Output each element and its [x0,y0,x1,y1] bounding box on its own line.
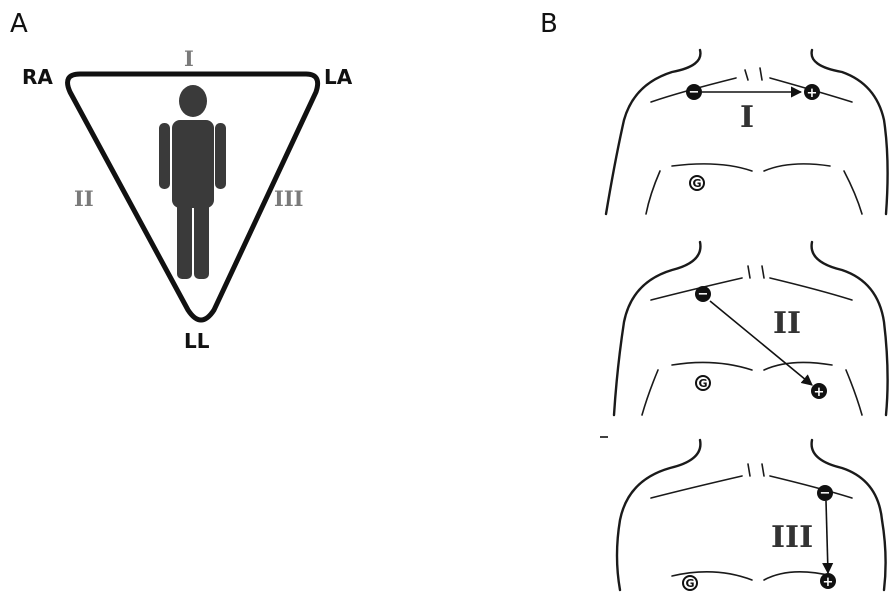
lead-label-ii: II [773,306,801,341]
torso-lead-i: − + G I [606,50,888,214]
lead-label-ii: II [74,186,94,211]
lead-label-iii: III [274,186,303,211]
torso-lead-iii: − + G III [600,437,886,590]
svg-text:+: + [823,575,834,590]
svg-text:−: − [698,287,709,302]
svg-text:+: + [814,385,825,400]
positive-electrode: + [811,383,827,400]
lead-iii-vector-arrow [826,501,828,573]
vertex-label-la: LA [324,65,353,89]
svg-text:−: − [820,486,831,501]
vertex-label-ra: RA [22,65,53,89]
ground-electrode: G [690,176,704,190]
ground-electrode: G [683,576,697,590]
svg-text:G: G [692,177,701,190]
svg-text:G: G [685,577,694,590]
torso-lead-ii: − + G II [614,242,888,415]
positive-electrode: + [804,84,820,101]
human-silhouette [159,85,226,279]
negative-electrode: − [686,84,702,100]
negative-electrode: − [817,485,833,501]
panel-a-letter: A [10,9,28,39]
ground-electrode: G [696,376,710,390]
panel-a: A RA LA LL I II III [10,9,353,353]
svg-text:G: G [698,377,707,390]
svg-text:+: + [807,86,818,101]
panel-b: B − + G I [540,9,888,590]
lead-label-i: I [184,46,194,71]
positive-electrode: + [820,573,836,590]
vertex-label-ll: LL [184,329,210,353]
lead-label-iii: III [771,520,813,555]
svg-text:−: − [689,85,700,100]
lead-label-i: I [740,100,754,135]
panel-b-letter: B [540,9,558,39]
negative-electrode: − [695,286,711,302]
